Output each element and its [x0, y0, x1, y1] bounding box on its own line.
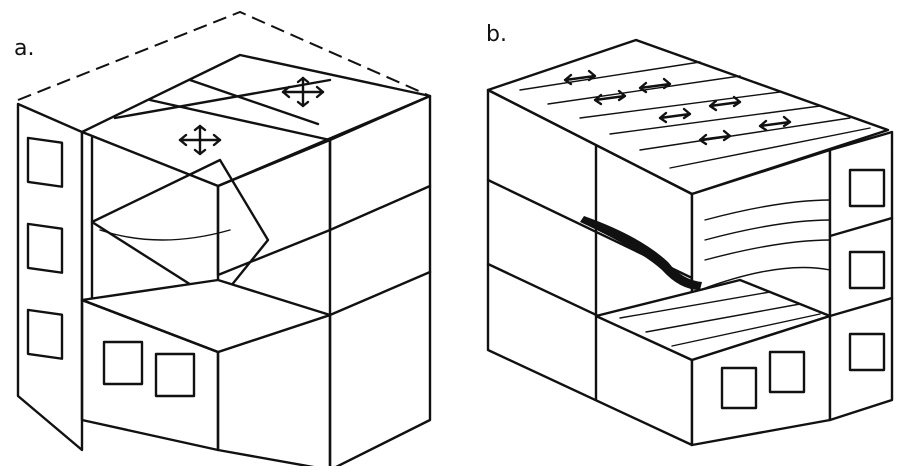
panel-a-building: [16, 10, 432, 470]
panel-b-label: b.: [486, 22, 507, 47]
panel-a-window: [26, 136, 64, 188]
panel-a-hanging-wall: [216, 138, 332, 277]
panel-a-roof-joint: [113, 78, 332, 120]
panel-a-collapsed-slab: [90, 158, 270, 304]
panel-b-collapse-crack: [580, 216, 702, 290]
panel-a-slab-crack: [99, 229, 231, 241]
panel-b-window: [848, 332, 886, 372]
panel-b-building: [486, 38, 894, 447]
panel-a-window: [26, 308, 64, 360]
panel-b-window: [720, 366, 758, 410]
panel-a-left-facade: [16, 102, 84, 452]
panel-a-window: [26, 222, 64, 274]
panel-a-window: [102, 340, 144, 386]
panel-a-two-way-arrow-icon: [281, 76, 325, 108]
panel-b-slab-lines: [519, 61, 871, 169]
panel-a-front-wall: [80, 298, 220, 452]
panel-a-right-wall: [328, 94, 432, 470]
panel-a-roof-joint: [188, 78, 320, 126]
panel-b-window: [848, 250, 886, 290]
panel-b-window: [848, 168, 886, 208]
panel-b-slab-lines: [699, 199, 831, 291]
panel-b-slab-lines: [619, 291, 821, 347]
panel-a-two-way-arrow-icon: [178, 124, 222, 156]
panel-b-one-way-arrow-icon: [563, 69, 792, 146]
panel-a-window: [154, 352, 196, 398]
panel-b-window: [768, 350, 806, 394]
panel-a-label: a.: [14, 36, 35, 61]
panel-a-dashed-outline: [17, 10, 431, 101]
